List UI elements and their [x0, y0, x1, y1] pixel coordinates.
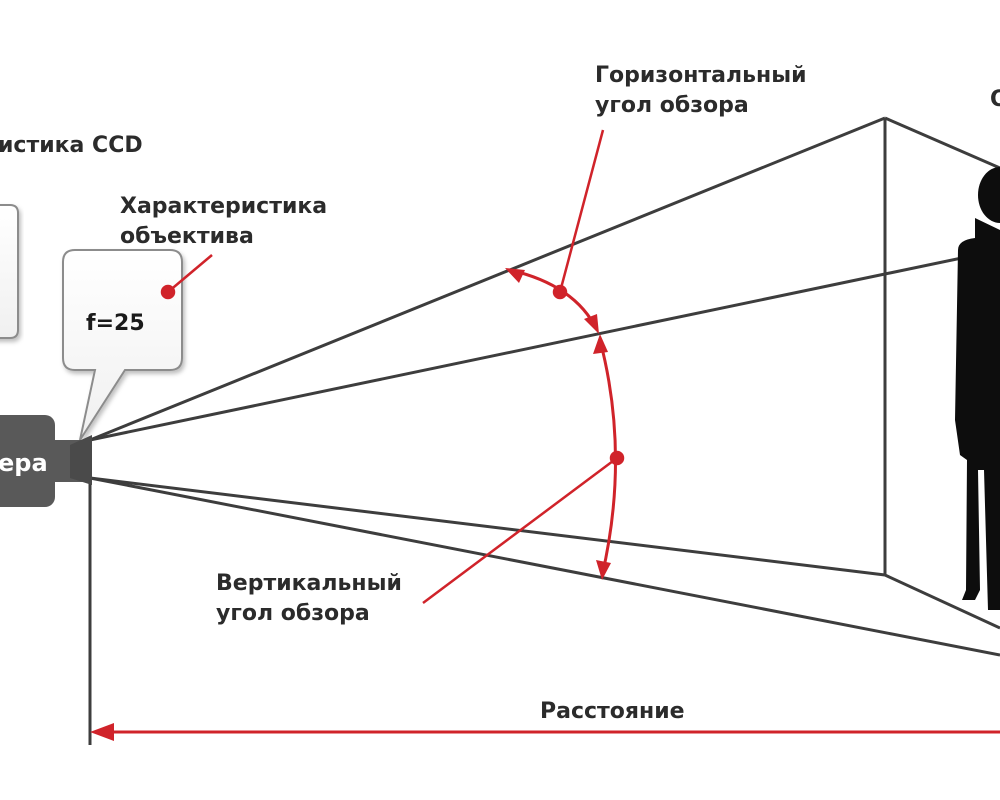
vertical-angle-label: Вертикальный угол обзора — [216, 571, 410, 626]
horizontal-angle-dot — [552, 284, 568, 300]
horizontal-angle-line-1: Горизонтальный — [595, 63, 807, 88]
vertical-angle-leader — [422, 456, 618, 605]
center-ray-line — [89, 248, 1000, 442]
horizontal-angle-leader — [558, 129, 605, 293]
lens-characteristic-line-1: Характеристика — [120, 194, 327, 219]
middle-lower-ray-line — [89, 476, 886, 577]
distance-arrow — [90, 723, 1000, 741]
lens-dot — [160, 284, 176, 300]
vertical-angle-dot — [609, 450, 625, 466]
ccd-characteristic-label: истика CCD — [0, 133, 143, 158]
vertical-arc-top-arrowhead — [593, 334, 608, 354]
bottom-edge-line — [89, 476, 1000, 657]
horizontal-angle-label: Горизонтальный угол обзора — [595, 63, 814, 118]
vertical-angle-line-1: Вертикальный — [216, 571, 402, 596]
lens-characteristic-line-2: объектива — [120, 224, 254, 249]
upper-right-edge-line — [884, 116, 1000, 170]
ccd-bubble — [0, 204, 19, 339]
top-edge-line — [89, 116, 886, 442]
vertical-arc-bottom-arrowhead — [596, 560, 611, 580]
distance-label: Расстояние — [540, 699, 685, 724]
floor-edge-line — [884, 573, 1000, 630]
horizontal-angle-line-2: угол обзора — [595, 93, 749, 118]
camera-label: ера — [0, 449, 48, 477]
horizontal-arc-left-arrowhead — [505, 268, 525, 283]
horizontal-angle-arc — [505, 268, 599, 334]
callout-leaders — [160, 129, 625, 605]
vertical-angle-line-2: угол обзора — [216, 601, 370, 626]
frustum-lines — [88, 116, 1000, 745]
distance-arrowhead — [90, 723, 114, 741]
camera-icon — [0, 415, 92, 507]
top-right-fragment-label: О — [990, 87, 1000, 112]
horizontal-arc-right-arrowhead — [584, 314, 599, 334]
lens-bubble — [62, 249, 183, 441]
person-silhouette — [955, 167, 1000, 610]
lens-leader — [167, 254, 213, 293]
focal-length-value: f=25 — [86, 311, 145, 336]
lens-characteristic-label: Характеристика объектива — [120, 194, 335, 249]
